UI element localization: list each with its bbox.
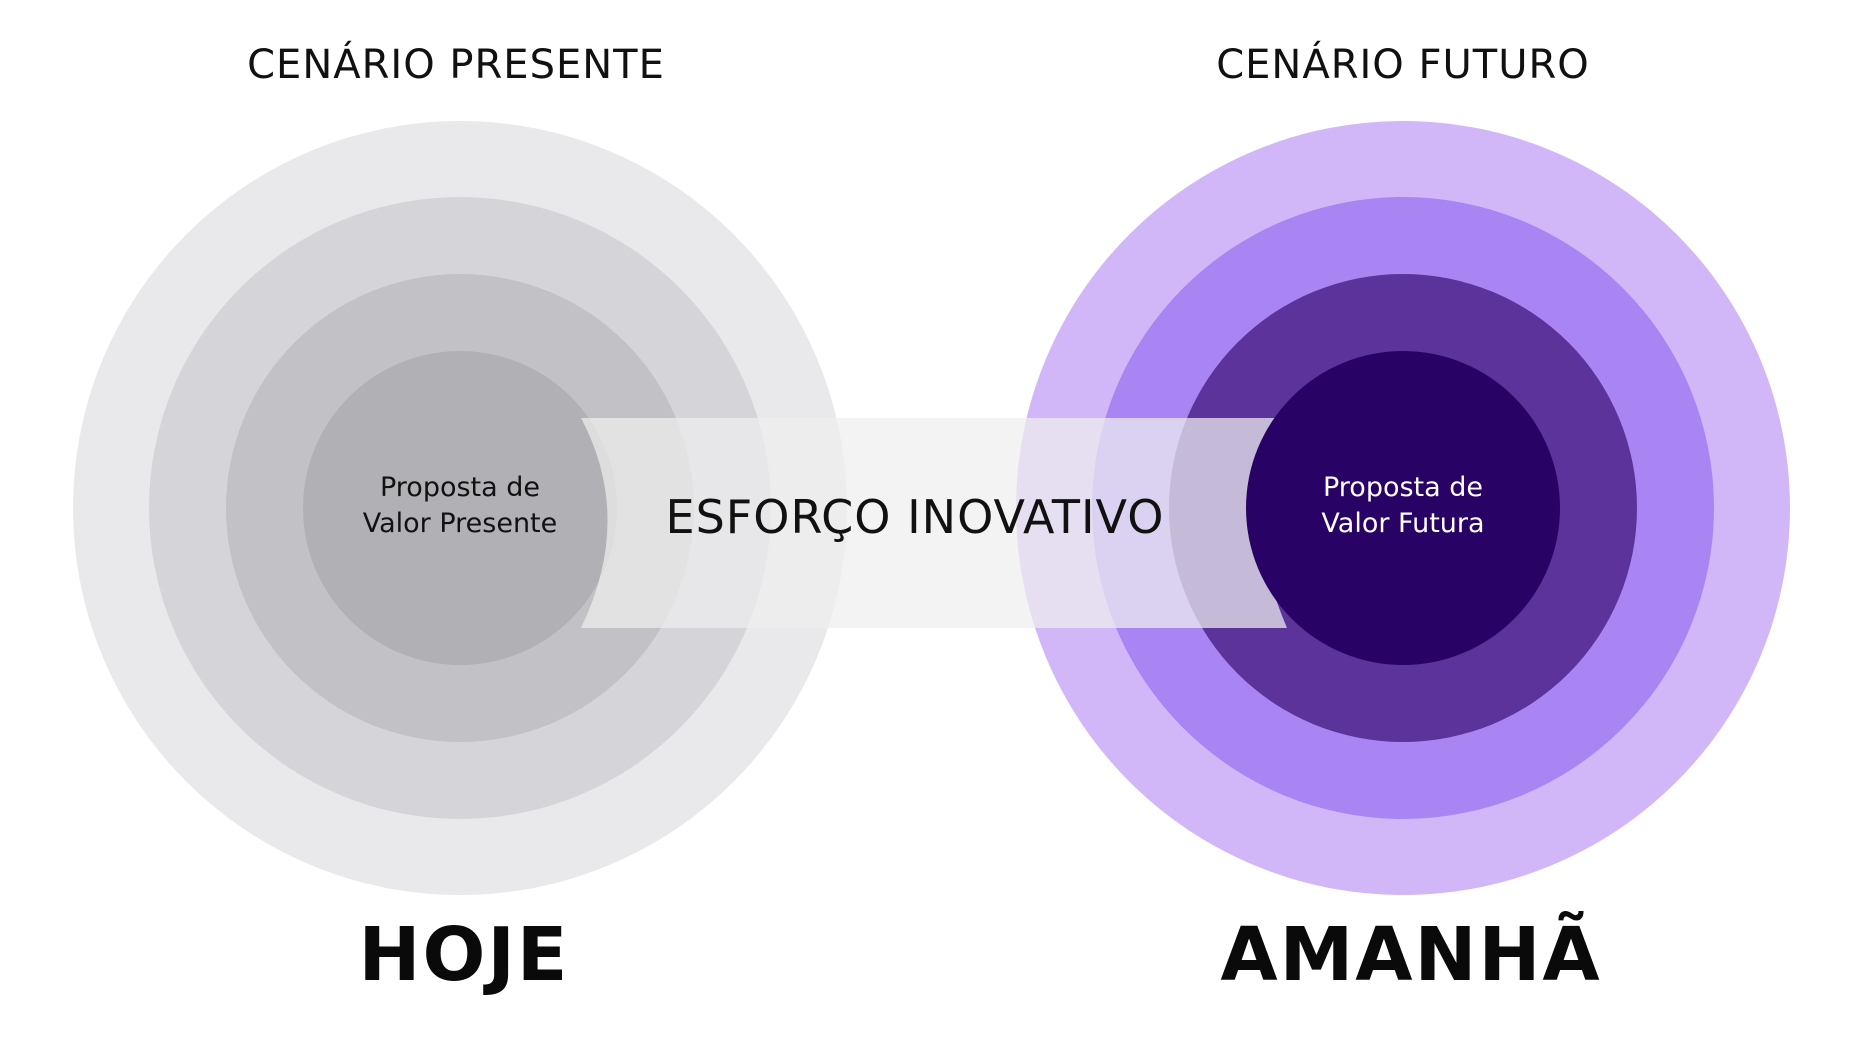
present-core-line2: Valor Presente [362, 508, 558, 539]
future-core-line2: Valor Futura [1321, 508, 1485, 539]
innovation-effort-label: ESFORÇO INOVATIVO [665, 490, 1165, 544]
present-core-circle [303, 351, 617, 665]
tomorrow-label: AMANHÃ [1220, 912, 1602, 998]
future-core-line1: Proposta de [1322, 472, 1484, 503]
today-label: HOJE [358, 912, 570, 998]
future-scenario-heading: CENÁRIO FUTURO [1216, 42, 1590, 88]
present-value-proposition-label: Proposta de Valor Presente [310, 470, 610, 542]
innovation-bridge-band [581, 418, 1287, 628]
present-scenario-heading: CENÁRIO PRESENTE [247, 42, 665, 88]
present-rings [73, 121, 847, 895]
present-core-line1: Proposta de [379, 472, 541, 503]
future-core-circle [1246, 351, 1560, 665]
future-value-proposition-label: Proposta de Valor Futura [1253, 470, 1553, 542]
